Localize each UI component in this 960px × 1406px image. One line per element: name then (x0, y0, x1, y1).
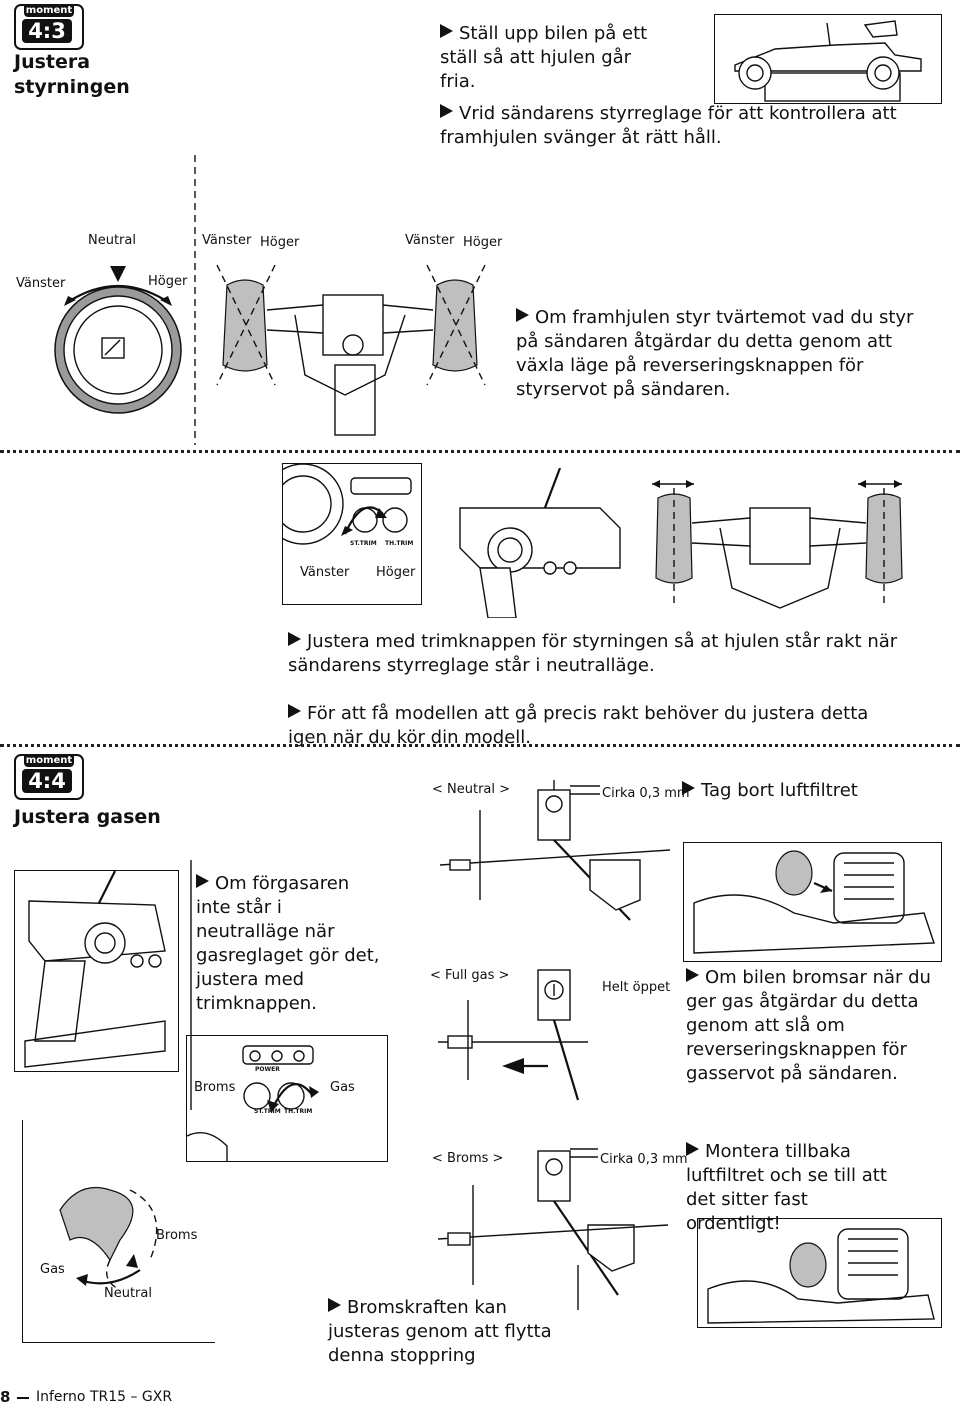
arrow-icon (440, 104, 453, 118)
trigger-label-broms: Broms (156, 1228, 198, 1243)
chassis-label-left-1: Vänster (202, 233, 252, 248)
footer-model: Inferno TR15 – GXR (36, 1389, 173, 1405)
step-stop-ring: Bromskraften kan justeras genom att flyt… (328, 1297, 552, 1366)
section-title-steering: Justera styrningen (14, 50, 130, 100)
label-cirka-2: Cirka 0,3 mm (600, 1152, 688, 1167)
label-brake: < Broms > (432, 1151, 504, 1166)
trim-label-right: Höger (376, 565, 416, 580)
carburetor-fullgas-illustration (438, 969, 588, 1101)
arrow-icon (440, 24, 453, 38)
carburetor-brake-illustration (437, 1148, 669, 1310)
label-right: Höger (148, 274, 188, 289)
chassis-label-right-2: Höger (463, 235, 503, 250)
chassis-label-left-2: Vänster (405, 233, 455, 248)
label-neutral-carb: < Neutral > (432, 782, 511, 797)
badge-number: 4:3 (22, 19, 72, 43)
label-neutral: Neutral (88, 233, 136, 248)
dotted-separator-2 (0, 744, 960, 747)
moment-badge-4-4: moment 4:4 (14, 754, 84, 800)
step-reverse-throttle: Om bilen bromsar när du ger gas åtgärdar… (686, 967, 931, 1084)
steering-trim-closeup (262, 463, 422, 605)
throttle-trim-closeup (186, 1035, 388, 1162)
step-check-direction: Vrid sändarens styrreglage för att kontr… (440, 103, 897, 148)
step-adjust-while-driving: För att få modellen att gå precis rakt b… (288, 703, 869, 748)
divider-solid (190, 860, 192, 1110)
engine-airfilter-illustration (683, 842, 942, 962)
trim-label-gas: Gas (330, 1080, 355, 1095)
steering-wheel-icon (54, 266, 182, 414)
step-stand: Ställ upp bilen på ett ställ så att hjul… (440, 23, 648, 92)
arrow-icon (328, 1298, 341, 1312)
front-chassis-trim-illustration (652, 480, 903, 609)
arrow-icon (686, 1142, 699, 1156)
footer-rule (17, 1397, 29, 1399)
th-trim-label-2: TH.TRIM (284, 1108, 313, 1115)
trigger-illustration (59, 1186, 158, 1291)
section-title-throttle: Justera gasen (14, 806, 161, 828)
step-trim-throttle: Om förgasaren inte står i neutralläge nä… (196, 873, 380, 1014)
trigger-label-neutral: Neutral (104, 1286, 152, 1301)
arrow-icon (288, 704, 301, 718)
arrow-icon (288, 632, 301, 646)
divider-dashed (194, 155, 196, 445)
trim-label-broms: Broms (194, 1080, 236, 1095)
label-fully-open: Helt öppet (602, 980, 671, 995)
step-reverse-switch: Om framhjulen styr tvärtemot vad du styr… (516, 307, 914, 400)
step-remove-filter: Tag bort luftfiltret (682, 779, 858, 803)
front-chassis-illustration (216, 264, 486, 436)
label-cirka-1: Cirka 0,3 mm (602, 786, 690, 801)
th-trim-label: TH.TRIM (385, 540, 414, 547)
arrow-icon (516, 308, 529, 322)
arrow-icon (196, 874, 209, 888)
trigger-frame (22, 1120, 215, 1343)
moment-badge-4-3: moment 4:3 (14, 4, 84, 50)
arrow-icon (686, 968, 699, 982)
transmitter-throttle-illustration (14, 870, 179, 1072)
chassis-label-right-1: Höger (260, 235, 300, 250)
transmitter-illustration (459, 468, 621, 618)
engine-refit-illustration (697, 1218, 942, 1328)
badge-number: 4:4 (22, 769, 72, 793)
step-refit-filter: Montera tillbaka luftfiltret och se till… (686, 1141, 887, 1234)
title-line1: Justera (14, 51, 91, 73)
label-left: Vänster (16, 276, 66, 291)
power-label: POWER (255, 1066, 280, 1073)
st-trim-label-2: ST.TRIM (254, 1108, 281, 1115)
step-trim-neutral: Justera med trimknappen för styrningen s… (288, 631, 898, 676)
car-on-stand-illustration (714, 14, 942, 104)
dotted-separator-1 (0, 450, 960, 453)
carburetor-neutral-illustration (439, 780, 671, 921)
trigger-label-gas: Gas (40, 1262, 65, 1277)
arrow-icon (682, 781, 695, 795)
moment-word: moment (24, 4, 74, 17)
trim-label-left: Vänster (300, 565, 350, 580)
st-trim-label: ST.TRIM (350, 540, 377, 547)
moment-word: moment (24, 754, 74, 767)
title-line2: styrningen (14, 76, 130, 98)
page-number: 8 (0, 1388, 11, 1406)
label-full-gas: < Full gas > (430, 968, 510, 983)
